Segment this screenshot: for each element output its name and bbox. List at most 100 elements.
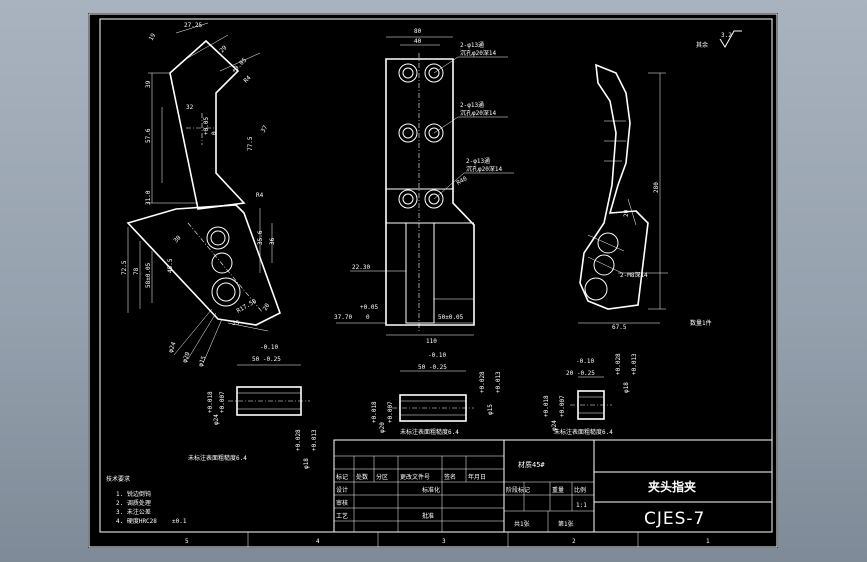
border-number-3: 3 [442, 538, 446, 545]
svg-text:37: 37 [260, 124, 270, 134]
surface-roughness-symbol: 其余 3.2 [696, 30, 742, 49]
svg-text:φ18: φ18 [303, 458, 310, 469]
svg-text:50 -0.25: 50 -0.25 [252, 356, 281, 363]
svg-text:R4: R4 [256, 192, 264, 199]
svg-text:80: 80 [414, 28, 422, 35]
svg-text:沉孔φ20深14: 沉孔φ20深14 [460, 49, 496, 57]
svg-text:处数: 处数 [356, 473, 368, 481]
svg-text:未标注表面粗糙度6.4: 未标注表面粗糙度6.4 [554, 428, 613, 436]
pin-1: -0.10 50 -0.25 φ24 +0.018 +0.007 φ18 +0.… [188, 344, 318, 469]
svg-text:+0.013: +0.013 [311, 429, 318, 451]
svg-text:4. 硬度HRC28: 4. 硬度HRC28 [116, 517, 157, 525]
outer-frame [88, 13, 778, 548]
svg-text:1. 锐边倒钝: 1. 锐边倒钝 [116, 490, 151, 498]
svg-text:+0.05: +0.05 [360, 304, 378, 311]
svg-text:+0.007: +0.007 [559, 395, 566, 417]
border-number-2: 2 [572, 538, 576, 545]
svg-text:φ18: φ18 [623, 382, 630, 393]
svg-text:280: 280 [653, 182, 660, 193]
svg-text:设计: 设计 [336, 486, 348, 494]
svg-text:57.6: 57.6 [145, 128, 152, 143]
svg-text:1:1: 1:1 [576, 502, 587, 509]
drawing-title: 夹头指夹 [648, 479, 696, 494]
svg-text:φ20: φ20 [181, 351, 191, 364]
drawing-sheet: 5 4 3 2 1 其余 3.2 27.25 [88, 13, 778, 548]
svg-text:签名: 签名 [444, 473, 456, 481]
svg-text:±0.1: ±0.1 [172, 518, 187, 525]
svg-text:未标注表面粗糙度6.4: 未标注表面粗糙度6.4 [400, 428, 459, 436]
svg-text:29: 29 [218, 44, 228, 54]
svg-text:批准: 批准 [422, 512, 434, 520]
svg-text:+0.013: +0.013 [495, 371, 502, 393]
svg-text:审核: 审核 [336, 499, 348, 507]
svg-text:2-M8深14: 2-M8深14 [620, 271, 648, 279]
border-number-1: 1 [706, 538, 710, 545]
svg-text:φ20: φ20 [379, 422, 386, 433]
svg-text:27.25: 27.25 [184, 22, 202, 29]
svg-text:R40: R40 [456, 175, 469, 187]
svg-text:共1张: 共1张 [514, 520, 530, 528]
svg-text:-0.10: -0.10 [576, 358, 594, 365]
svg-text:阶段标记: 阶段标记 [506, 486, 530, 494]
svg-text:+0.028: +0.028 [479, 371, 486, 393]
svg-text:67.5: 67.5 [612, 324, 627, 331]
view-front-plate: 80 40 2-φ13通 沉孔φ20深14 2-φ13通 沉孔φ20深14 2-… [334, 28, 514, 345]
svg-text:35: 35 [232, 320, 240, 327]
svg-text:φ24: φ24 [213, 414, 220, 425]
border-number-4: 4 [316, 538, 320, 545]
border-number-5: 5 [185, 538, 189, 545]
pin-2: -0.10 50 -0.25 φ20 +0.018 +0.007 φ15 +0.… [371, 352, 502, 436]
svg-text:58±0.05: 58±0.05 [145, 262, 152, 288]
svg-text:45.5: 45.5 [167, 258, 174, 273]
svg-text:50±0.05: 50±0.05 [438, 314, 464, 321]
svg-text:φ15: φ15 [197, 355, 207, 368]
svg-text:+0.05: +0.05 [230, 56, 248, 74]
svg-text:年月日: 年月日 [468, 473, 486, 481]
drawing-code: CJES-7 [644, 509, 705, 529]
title-block: 材质45# 标记 处数 分区 更改文件号 签名 年月日 设计 标准化 审核 工艺… [333, 439, 773, 533]
svg-text:标准化: 标准化 [422, 486, 440, 494]
svg-text:未标注表面粗糙度6.4: 未标注表面粗糙度6.4 [188, 454, 247, 462]
svg-text:比例: 比例 [574, 486, 586, 494]
svg-text:+0.028: +0.028 [615, 353, 622, 375]
svg-text:重量: 重量 [552, 486, 564, 494]
svg-text:20: 20 [623, 209, 630, 217]
svg-text:工艺: 工艺 [336, 512, 348, 520]
svg-text:0: 0 [366, 314, 370, 321]
svg-text:50 -0.25: 50 -0.25 [418, 364, 447, 371]
svg-text:第1张: 第1张 [558, 520, 574, 528]
svg-text:沉孔φ20深14: 沉孔φ20深14 [460, 109, 496, 117]
svg-text:-0.10: -0.10 [260, 344, 278, 351]
svg-text:3.2: 3.2 [721, 32, 732, 39]
svg-text:22.30: 22.30 [352, 264, 370, 271]
svg-text:72.5: 72.5 [121, 260, 128, 275]
svg-text:+0.018: +0.018 [207, 391, 214, 413]
svg-text:39: 39 [145, 80, 152, 88]
svg-text:φ15: φ15 [487, 404, 494, 415]
svg-text:R17.50: R17.50 [236, 298, 259, 315]
svg-text:19: 19 [148, 32, 158, 42]
svg-text:标记: 标记 [336, 473, 348, 481]
cad-drawing: 5 4 3 2 1 其余 3.2 27.25 [88, 13, 778, 548]
svg-text:36: 36 [269, 237, 276, 245]
svg-text:+0.028: +0.028 [295, 429, 302, 451]
svg-text:31.0: 31.0 [145, 190, 152, 205]
svg-text:110: 110 [426, 338, 437, 345]
svg-text:+0.007: +0.007 [219, 391, 226, 413]
svg-text:-0.10: -0.10 [428, 352, 446, 359]
svg-text:2-φ13通: 2-φ13通 [460, 101, 484, 109]
view-lever-rotated: 27.25 19 29 +0.05 R4 39 57.6 32 +0.05 0 … [121, 22, 281, 368]
svg-text:32: 32 [186, 104, 194, 111]
svg-text:2-φ13通: 2-φ13通 [460, 41, 484, 49]
view-side-profile: 280 67.5 2-M8深14 20 数量1件 [578, 63, 712, 331]
svg-text:+0.013: +0.013 [631, 353, 638, 375]
svg-text:20: 20 [262, 302, 272, 312]
svg-text:30: 30 [172, 234, 182, 244]
material-label: 材质45# [518, 460, 545, 469]
svg-text:+0.018: +0.018 [371, 401, 378, 423]
svg-text:更改文件号: 更改文件号 [400, 473, 430, 481]
svg-text:+0.007: +0.007 [387, 401, 394, 423]
svg-text:R4: R4 [242, 74, 252, 84]
technical-requirements: 技术要求 1. 锐边倒钝 2. 调质处理 3. 未注公差 4. 硬度HRC28 … [106, 475, 187, 525]
svg-text:77.5: 77.5 [247, 136, 254, 151]
